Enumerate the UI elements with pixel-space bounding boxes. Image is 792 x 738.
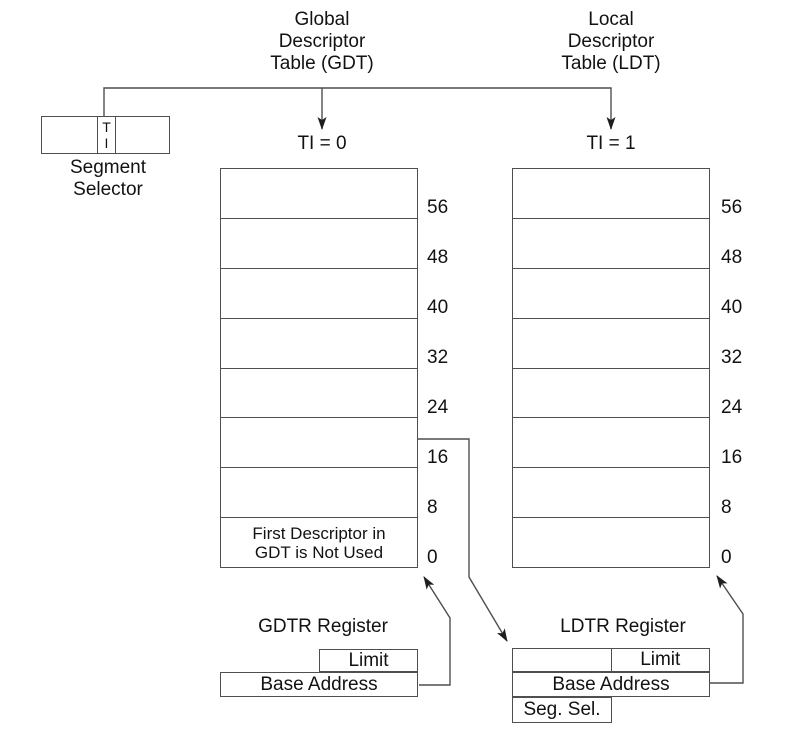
gdt-row [221,468,417,519]
gdt-ti-label: TI = 0 [297,133,347,154]
gdt-row [221,169,417,219]
ldtr-base-address-box: Base Address [512,672,710,697]
ldtr-segment-selector-label: Seg. Sel. [523,699,601,720]
ldt-title: Local Descriptor Table (LDT) [561,9,661,74]
gdt-offset-label: 24 [427,397,449,418]
ldt-offset-label: 0 [721,547,732,568]
ldtr-base-to-ldt-arrow [710,575,744,684]
ti-bit-label: T I [102,119,111,151]
ldt-row [513,319,709,369]
ldtr-register-title: LDTR Register [560,616,686,637]
gdtr-base-address-label: Base Address [260,673,378,695]
gdt-row [221,319,417,369]
ldt-offset-label: 48 [721,247,743,268]
gdt-table: First Descriptor in GDT is Not Used [220,168,418,568]
gdt-title: Global Descriptor Table (GDT) [270,9,374,74]
gdt-row [221,219,417,269]
ldtr-limit-cell: Limit [610,649,710,671]
ldtr-segment-selector-box: Seg. Sel. [512,697,612,723]
gdt-offset-label: 40 [427,297,449,318]
ldt-offset-label: 40 [721,297,743,318]
ldt-row [513,468,709,519]
selector-to-ldt-arrow [322,87,616,130]
ldtr-limit-label: Limit [640,649,681,670]
ldt-row [513,269,709,319]
ldt-row [513,219,709,269]
ldt-ti-label: TI = 1 [586,133,636,154]
gdt-entry-to-ldtr-arrow [418,438,508,642]
gdt-first-descriptor-note: First Descriptor in GDT is Not Used [252,523,386,562]
selector-ti-bit-cell: T I [97,117,116,153]
ldt-table [512,168,710,568]
gdt-offset-label: 32 [427,347,449,368]
ldt-offset-label: 8 [721,497,732,518]
gdt-row [221,418,417,469]
gdt-offset-label: 56 [427,197,449,218]
gdt-offset-label: 16 [427,447,449,468]
ldt-row [513,518,709,567]
ldtr-top-row: Limit [512,648,710,672]
gdtr-limit-label: Limit [348,649,389,671]
selector-right-field [116,117,169,153]
ldtr-base-address-label: Base Address [552,673,670,695]
gdtr-limit-box: Limit [319,649,418,672]
selector-left-field [42,117,97,153]
gdt-offset-label: 8 [427,497,438,518]
gdtr-base-to-gdt-arrow [419,576,451,686]
ldt-offset-label: 24 [721,397,743,418]
ldt-row [513,418,709,469]
gdt-offset-label: 48 [427,247,449,268]
ldtr-empty-cell [513,649,611,671]
segment-selector-label: Segment Selector [69,157,147,200]
gdt-row [221,369,417,419]
gdt-offset-label: 0 [427,547,438,568]
ldt-row [513,169,709,219]
gdtr-base-address-box: Base Address [220,672,418,697]
ldt-offset-label: 32 [721,347,743,368]
ldt-offset-label: 56 [721,197,743,218]
gdt-row-first-descriptor: First Descriptor in GDT is Not Used [221,518,417,567]
ldt-offset-label: 16 [721,447,743,468]
gdtr-register-title: GDTR Register [258,616,388,637]
ldt-row [513,369,709,419]
segment-selector-box: T I [41,116,170,154]
gdt-row [221,269,417,319]
